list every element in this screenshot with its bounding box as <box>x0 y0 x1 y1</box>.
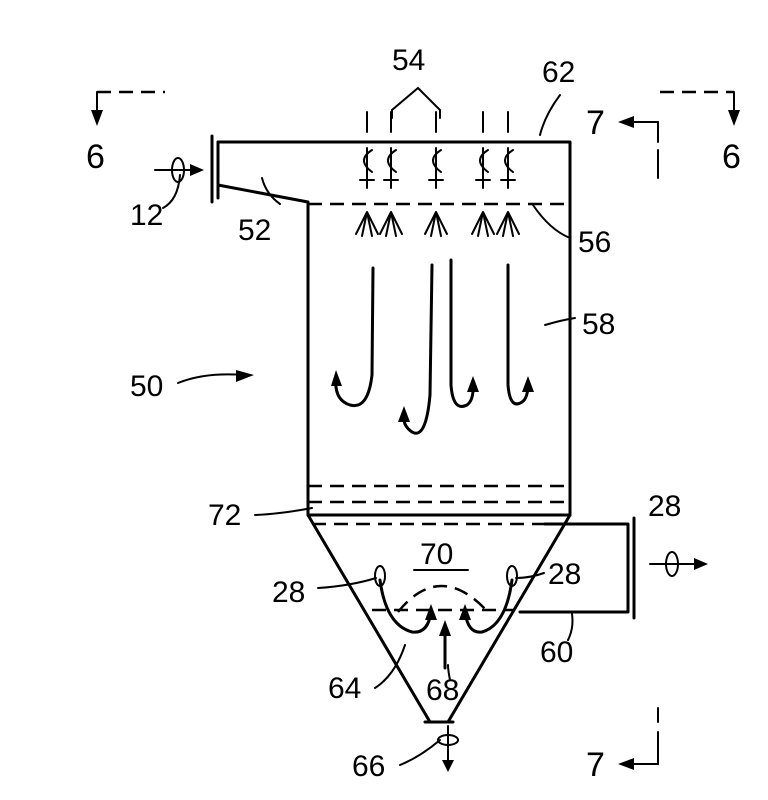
label-72: 72 <box>208 499 241 532</box>
label-60: 60 <box>540 636 573 669</box>
label-12: 12 <box>130 199 163 232</box>
label-28-right: 28 <box>548 558 581 591</box>
label-58: 58 <box>582 308 615 341</box>
nozzle-icon <box>384 148 398 188</box>
spray-icon <box>472 212 494 236</box>
label-70: 70 <box>420 538 453 571</box>
label-66: 66 <box>352 750 385 783</box>
label-68: 68 <box>426 674 459 707</box>
label-52: 52 <box>238 214 271 247</box>
label-56: 56 <box>578 226 611 259</box>
label-62: 62 <box>542 56 575 89</box>
reference-labels: 54 62 6 6 7 7 12 52 56 58 50 72 70 28 28… <box>86 44 741 784</box>
spray-icon <box>425 212 447 236</box>
label-6-right: 6 <box>722 138 741 176</box>
spray-icon <box>497 212 519 236</box>
label-28-left: 28 <box>272 576 305 609</box>
label-28-outlet: 28 <box>648 490 681 523</box>
nozzle-icon <box>429 148 443 188</box>
label-54: 54 <box>392 44 425 77</box>
flow-arrows <box>331 260 534 433</box>
label-50: 50 <box>130 370 163 403</box>
nozzle-icon <box>360 148 374 188</box>
lower-flow-arrows <box>380 580 512 668</box>
label-64: 64 <box>328 672 361 705</box>
nozzle-icon <box>476 148 490 188</box>
nozzle-group <box>360 112 515 188</box>
label-6-left: 6 <box>86 138 105 176</box>
label-7-bottom: 7 <box>586 746 605 784</box>
nozzle-icon <box>501 148 515 188</box>
label-7-top: 7 <box>586 104 605 142</box>
leader-lines <box>163 88 575 765</box>
section-markers <box>91 92 740 770</box>
spray-patterns <box>356 212 519 236</box>
spray-icon <box>356 212 378 236</box>
spray-icon <box>380 212 402 236</box>
